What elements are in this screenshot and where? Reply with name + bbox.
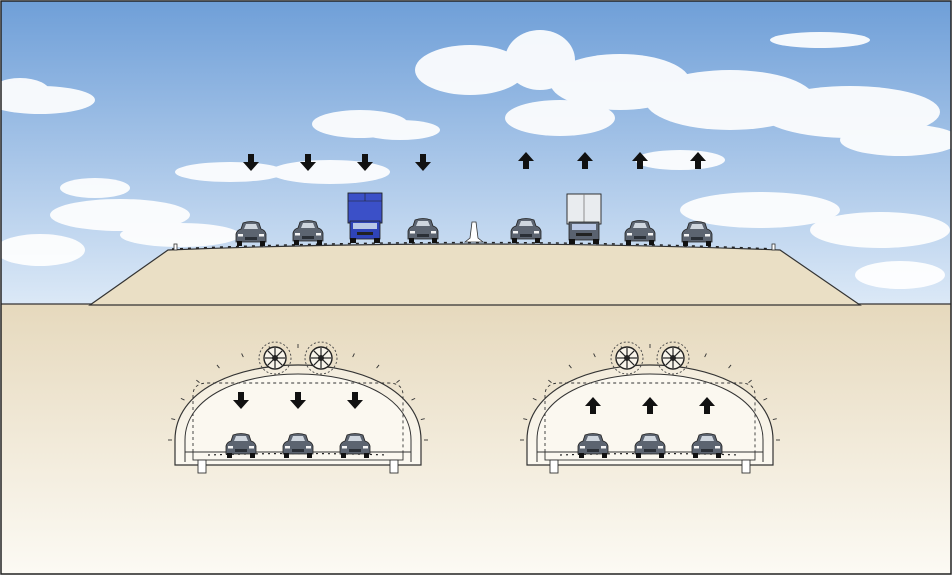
right-tunnel bbox=[520, 341, 780, 474]
tunnel-layer bbox=[168, 341, 780, 474]
right-tunnel-lane-2-arrow-up-icon bbox=[642, 397, 658, 414]
surface-southbound-vehicle-4-car-icon bbox=[407, 218, 439, 243]
surface-northbound-vehicle-3-car-icon bbox=[624, 220, 656, 245]
right-tunnel-jet-fan-1 bbox=[610, 341, 644, 375]
left-tunnel-jet-fan-2 bbox=[304, 341, 338, 375]
left-tunnel-lane-3-arrow-down-icon bbox=[347, 392, 363, 409]
median-barrier bbox=[463, 221, 485, 243]
surface-southbound-arrow-1-arrow-down-icon bbox=[243, 154, 259, 171]
road-edge-post-left bbox=[173, 243, 178, 251]
left-tunnel-lane-1-car-icon bbox=[225, 433, 257, 458]
surface-northbound-vehicle-1-car-icon bbox=[510, 218, 542, 243]
left-tunnel-lane-3-car-icon bbox=[339, 433, 371, 458]
right-tunnel-jet-fan-2 bbox=[656, 341, 690, 375]
surface-southbound-vehicle-1-car-icon bbox=[235, 221, 267, 246]
left-tunnel bbox=[168, 341, 428, 474]
surface-southbound-vehicle-3-truck-icon bbox=[347, 192, 383, 243]
ground bbox=[1, 304, 951, 574]
surface-northbound-vehicle-2-truck-icon bbox=[566, 193, 602, 244]
surface-southbound-arrow-4-arrow-down-icon bbox=[415, 154, 431, 171]
right-tunnel-lane-1-car-icon bbox=[577, 433, 609, 458]
surface-southbound-vehicle-2-car-icon bbox=[292, 220, 324, 245]
surface-northbound-arrow-3-arrow-up-icon bbox=[632, 152, 648, 169]
surface-southbound-arrow-2-arrow-down-icon bbox=[300, 154, 316, 171]
right-tunnel-lane-3-arrow-up-icon bbox=[699, 397, 715, 414]
right-tunnel-lane-2-car-icon bbox=[634, 433, 666, 458]
right-tunnel-lane-3-car-icon bbox=[691, 433, 723, 458]
surface-northbound-arrow-1-arrow-up-icon bbox=[518, 152, 534, 169]
surface-southbound-arrow-3-arrow-down-icon bbox=[357, 154, 373, 171]
surface-northbound-vehicle-4-car-icon bbox=[681, 221, 713, 246]
surface-northbound-arrow-4-arrow-up-icon bbox=[690, 152, 706, 169]
surface-layer bbox=[235, 152, 713, 246]
surface-northbound-arrow-2-arrow-up-icon bbox=[577, 152, 593, 169]
right-tunnel-lane-1-arrow-up-icon bbox=[585, 397, 601, 414]
embankment bbox=[88, 243, 862, 306]
clouds bbox=[0, 30, 952, 289]
left-tunnel-lane-1-arrow-down-icon bbox=[233, 392, 249, 409]
left-tunnel-lane-2-arrow-down-icon bbox=[290, 392, 306, 409]
left-tunnel-lane-2-car-icon bbox=[282, 433, 314, 458]
left-tunnel-jet-fan-1 bbox=[258, 341, 292, 375]
road-edge-post-right bbox=[771, 243, 776, 251]
